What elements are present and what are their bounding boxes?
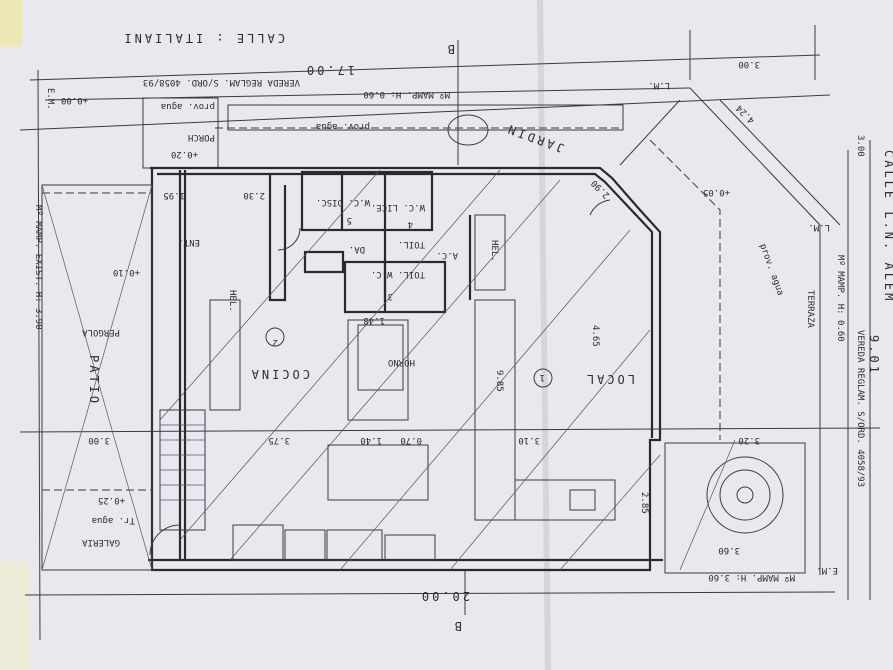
room-horno: HORNO <box>388 357 415 367</box>
note-prov-agua-2: prov. agua <box>161 101 215 111</box>
dim-top-total: 17.00 <box>304 63 355 77</box>
dim-2-85: 2.85 <box>639 492 649 514</box>
wall-right-label: Mº MAMP. H: 0.60 <box>835 255 845 342</box>
room-terraza: TERRAZA <box>805 290 815 329</box>
wall-left-label: Mº MAMP. EXIST. H: 3.90 <box>33 205 43 330</box>
note-tr-agua: Tr. agua <box>92 515 135 525</box>
room-local: LOCAL <box>584 372 635 386</box>
dim-diag: 4.24 <box>735 103 757 125</box>
hatch-lines <box>159 169 736 571</box>
wall-bottom-label: Mº MAMP. H: 3.60 <box>708 572 795 582</box>
street-right-label: CALLE L.N. ALEM <box>882 150 893 303</box>
level-2: +0.10 <box>113 267 140 277</box>
street-top-label: CALLE : ITALIANI <box>121 31 285 45</box>
room-wc-number: 4 <box>408 219 413 229</box>
room-cocina: COCINA <box>249 367 310 381</box>
building-walls <box>41 114 806 574</box>
note-prov-agua-1: prov. agua <box>316 121 370 131</box>
dim-3-75: 3.75 <box>268 435 290 445</box>
room-local-number: 1 <box>540 372 545 382</box>
room-pergola: PERGOLA <box>81 327 120 337</box>
room-patio: PATIO <box>87 355 101 406</box>
dim-3-20: 3.20 <box>738 435 760 445</box>
room-galeria: GALERIA <box>81 537 120 547</box>
dim-right-total: 9.01 <box>867 335 881 376</box>
note-em-2: E.M. <box>816 565 838 575</box>
dim-right-top: 3.00 <box>855 135 865 157</box>
room-wc-disc-number: 5 <box>347 215 352 225</box>
room-toil: TOIL. <box>398 239 425 249</box>
room-hel-1: HEL. <box>489 240 499 262</box>
section-mark-bottom: B <box>452 619 462 633</box>
dim-1-40: 1.40 <box>360 435 382 445</box>
dim-1-95: 1.95 <box>163 190 185 200</box>
dim-2-30: 2.30 <box>243 190 265 200</box>
paper-edge <box>0 560 30 670</box>
dim-3-00: 3.00 <box>88 435 110 445</box>
dim-9-85: 9.85 <box>494 370 504 392</box>
room-cocina-number: 2 <box>273 337 278 347</box>
room-toil-wc-number: 3 <box>388 291 393 301</box>
room-ent: ENT. <box>178 237 200 247</box>
room-jardin: JARDIN <box>504 121 566 155</box>
level-1: +0.20 <box>171 149 198 159</box>
dimension-lines <box>19 25 881 641</box>
dim-3-10: 3.10 <box>518 435 540 445</box>
room-toil-wc: TOIL. W.C. <box>371 269 425 279</box>
note-prov-agua-3: prov. agua <box>757 243 785 297</box>
sticky-tape <box>0 0 22 45</box>
room-wc-disc: W.C. DISC. <box>316 197 370 207</box>
dim-1-48: 1.48 <box>363 315 385 325</box>
level-3: +0.05 <box>703 187 730 197</box>
dim-chamfer: 3.00 <box>738 59 760 69</box>
dim-3-60: 3.60 <box>718 545 740 555</box>
note-lm-2: L.M. <box>808 222 830 232</box>
dim-4-65: 4.65 <box>590 325 600 347</box>
room-da: DA. <box>349 244 365 254</box>
note-lm-1: L.M. <box>648 80 670 90</box>
room-ac: A.C. <box>436 250 458 260</box>
sidewalk-right-label: VEREDA REGLAM. S/ORD. 4058/93 <box>855 330 865 487</box>
dim-0-70: 0.70 <box>400 435 422 445</box>
paper-fold <box>537 0 551 670</box>
plan-labels: CALLE : ITALIANI CALLE L.N. ALEM VEREDA … <box>33 31 893 633</box>
staircase <box>159 409 206 531</box>
dim-2-90: 2.90 <box>590 178 612 200</box>
level-4: +0.00 <box>61 95 88 105</box>
sidewalk-top-label: VEREDA REGLAM. S/ORD. 4058/93 <box>143 77 300 87</box>
wall-top-label: Mº MAMP. H: 0.60 <box>363 89 450 99</box>
room-hel-2: HEL. <box>227 290 237 312</box>
garden-boundary <box>44 87 821 575</box>
note-em-1: E.M. <box>45 88 55 110</box>
room-wc: W.C. LICE. <box>371 202 425 212</box>
dim-bottom-total: 20.00 <box>419 589 470 603</box>
section-mark-top: B <box>445 42 455 56</box>
room-porch: PORCH <box>188 132 215 142</box>
level-5: +0.25 <box>98 495 125 505</box>
